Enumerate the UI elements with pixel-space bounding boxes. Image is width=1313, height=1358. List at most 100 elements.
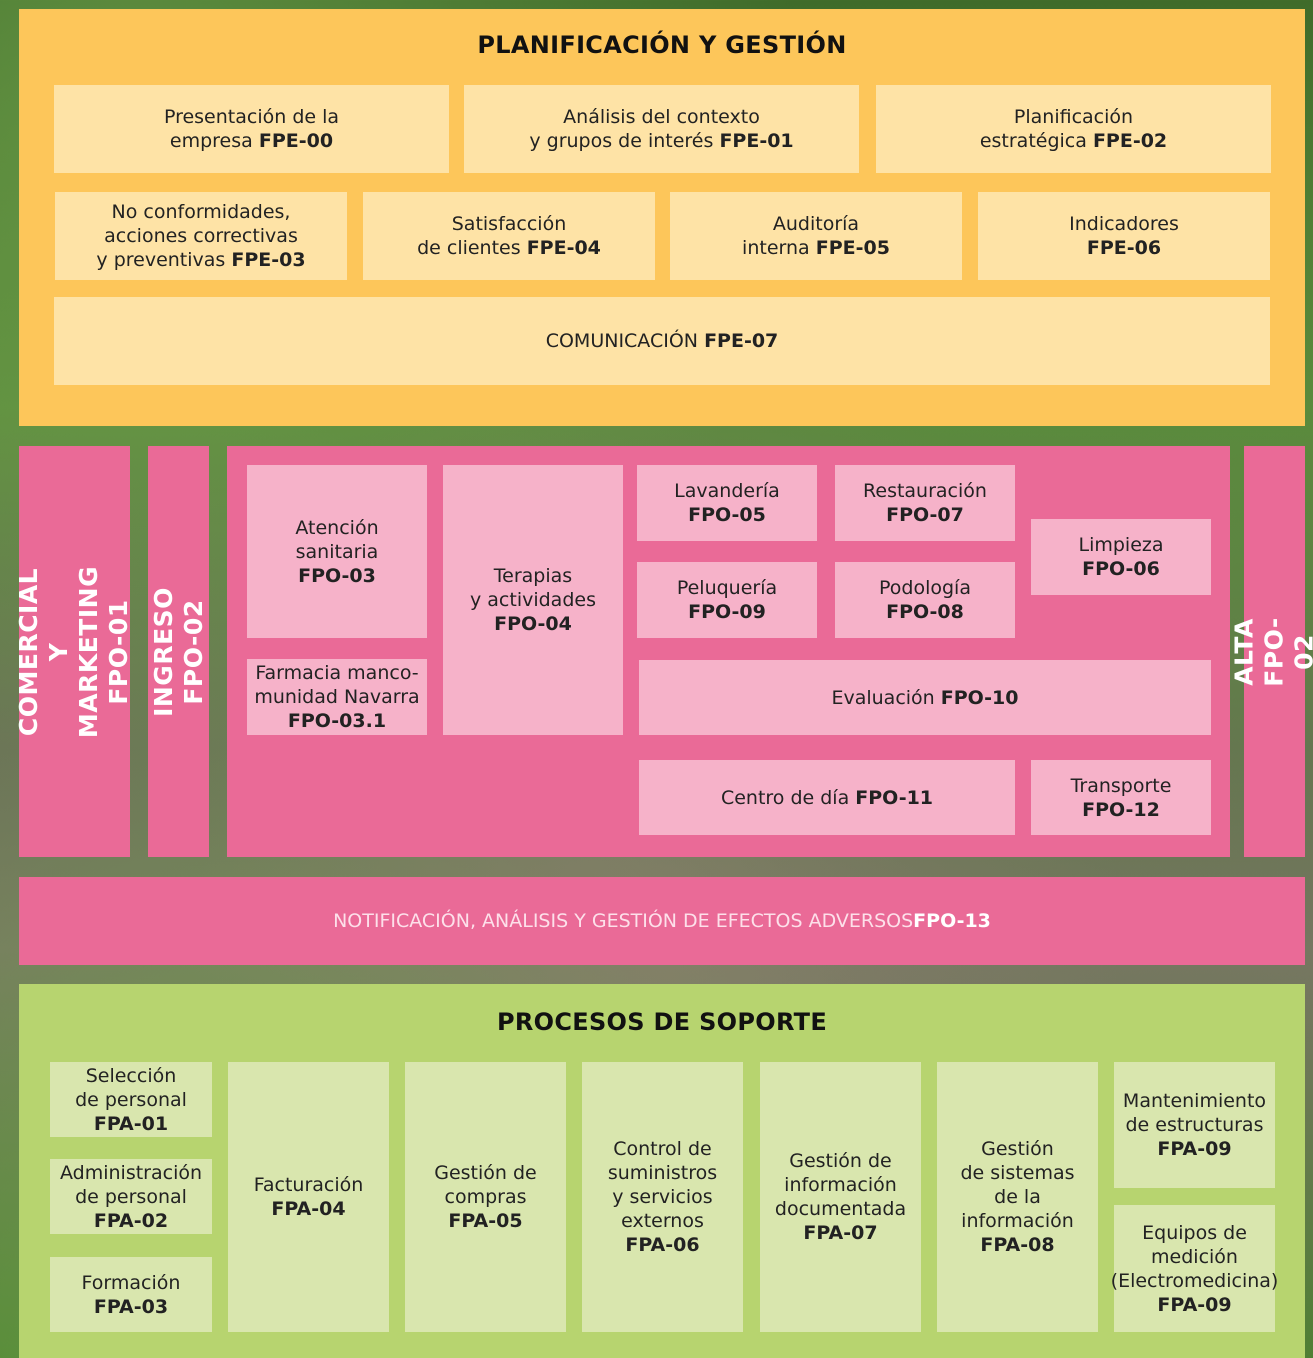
process-code: FPE-07 [704, 330, 779, 352]
process-fpo-05[interactable]: Lavandería FPO-05 [637, 465, 817, 541]
process-code: FPE-04 [526, 237, 601, 259]
process-label: Satisfacción de clientes [417, 213, 567, 259]
process-fpa-02[interactable]: Administración de personal FPA-02 [50, 1159, 212, 1234]
process-fpo-08[interactable]: Podología FPO-08 [835, 562, 1015, 638]
process-fpa-08[interactable]: Gestión de sistemas de la información FP… [937, 1062, 1098, 1332]
process-code: FPO-12 [1082, 798, 1160, 821]
process-code: FPO-04 [494, 613, 572, 635]
process-label: Facturación [253, 1174, 364, 1196]
adverse-effects-bar[interactable]: NOTIFICACIÓN, ANÁLISIS Y GESTIÓN DE EFEC… [19, 877, 1305, 965]
process-code: FPO-07 [886, 504, 964, 526]
process-label: Evaluación [831, 686, 941, 709]
process-label: Limpieza [1078, 534, 1164, 556]
process-label: Presentación de la empresa [163, 106, 340, 152]
process-code: FPA-09 [1157, 1138, 1232, 1160]
process-label: Auditoría interna [742, 213, 860, 259]
process-code: FPA-02 [93, 1209, 169, 1232]
process-label: Centro de día [720, 786, 856, 809]
process-fpo-07[interactable]: Restauración FPO-07 [835, 465, 1015, 541]
process-label: No conformidades, acciones correctivas y… [96, 201, 298, 271]
process-label: Farmacia manco- munidad Navarra [254, 662, 420, 708]
process-fpa-01[interactable]: Selección de personal FPA-01 [50, 1062, 212, 1137]
notification-label: NOTIFICACIÓN, ANÁLISIS Y GESTIÓN DE EFEC… [333, 910, 914, 932]
process-label: Equipos de medición (Electromedicina) [1110, 1221, 1279, 1292]
commercial-marketing-label: COMERCIAL Y MARKETING FPO-01 [14, 565, 134, 738]
process-code: FPO-08 [886, 601, 964, 623]
process-code: FPA-09 [1157, 1293, 1232, 1316]
process-label: COMUNICACIÓN [545, 330, 705, 352]
process-fpo-12[interactable]: Transporte FPO-12 [1031, 760, 1211, 835]
process-label: Restauración [863, 480, 987, 502]
operative-panel: Atención sanitaria FPO-03 Farmacia manco… [227, 446, 1230, 857]
process-fpo-06[interactable]: Limpieza FPO-06 [1031, 519, 1211, 595]
process-label: Planificación estratégica [979, 106, 1134, 152]
process-code: FPO-11 [855, 786, 934, 809]
intake-column[interactable]: INGRESO FPO-02 [148, 446, 209, 857]
discharge-label: ALTA FPO-02 [1229, 616, 1313, 687]
process-label: Selección de personal [75, 1064, 187, 1111]
process-fpa-09-equipment[interactable]: Equipos de medición (Electromedicina) FP… [1111, 1205, 1278, 1332]
process-label: Podología [879, 577, 971, 599]
process-fpe-05[interactable]: Auditoría interna FPE-05 [670, 192, 962, 280]
process-label: Peluquería [676, 577, 778, 599]
process-label: Atención sanitaria [295, 516, 379, 563]
process-code: FPE-02 [1092, 130, 1168, 152]
process-code: FPA-04 [271, 1198, 346, 1220]
process-code: FPO-06 [1082, 558, 1160, 580]
process-code: FPA-06 [625, 1234, 700, 1256]
discharge-column[interactable]: ALTA FPO-02 [1230, 446, 1313, 857]
process-code: FPO-09 [688, 601, 766, 623]
process-fpo-09[interactable]: Peluquería FPO-09 [637, 562, 817, 638]
process-label: Control de suministros y servicios exter… [607, 1138, 718, 1232]
process-code: FPE-03 [231, 249, 306, 271]
process-code: FPA-01 [93, 1112, 169, 1135]
intake-label: INGRESO FPO-02 [148, 586, 208, 717]
process-fpe-03[interactable]: No conformidades, acciones correctivas y… [55, 192, 347, 280]
process-fpa-05[interactable]: Gestión de compras FPA-05 [405, 1062, 566, 1332]
process-code: FPE-06 [1086, 237, 1162, 259]
process-label: Gestión de sistemas de la información [960, 1138, 1075, 1232]
process-code: FPO-03 [298, 564, 376, 587]
process-fpe-04[interactable]: Satisfacción de clientes FPE-04 [363, 192, 655, 280]
process-fpo-11[interactable]: Centro de día FPO-11 [639, 760, 1015, 835]
process-fpo-04[interactable]: Terapias y actividades FPO-04 [443, 465, 623, 735]
process-code: FPA-03 [93, 1295, 169, 1318]
process-fpe-02[interactable]: Planificación estratégica FPE-02 [876, 85, 1271, 173]
process-fpe-07[interactable]: COMUNICACIÓN FPE-07 [54, 297, 1270, 385]
planning-title: PLANIFICACIÓN Y GESTIÓN [477, 31, 847, 59]
process-code: FPE-00 [258, 130, 334, 152]
process-fpo-10[interactable]: Evaluación FPO-10 [639, 660, 1211, 735]
process-code: FPO-05 [688, 504, 766, 526]
process-fpo-03[interactable]: Atención sanitaria FPO-03 [247, 465, 427, 638]
process-code: FPO-03.1 [287, 710, 387, 732]
process-fpa-04[interactable]: Facturación FPA-04 [228, 1062, 389, 1332]
process-fpa-07[interactable]: Gestión de información documentada FPA-0… [760, 1062, 921, 1332]
process-label: Análisis del contexto y grupos de interé… [529, 106, 760, 152]
process-label: Lavandería [674, 480, 780, 502]
process-label: Transporte [1070, 774, 1172, 797]
process-label: Gestión de compras [434, 1162, 537, 1208]
process-label: Terapias y actividades [470, 565, 596, 611]
process-code: FPE-01 [719, 130, 794, 152]
process-fpe-06[interactable]: Indicadores FPE-06 [978, 192, 1270, 280]
support-title: PROCESOS DE SOPORTE [496, 1008, 828, 1036]
process-code: FPE-05 [815, 237, 890, 259]
process-fpo-03-1[interactable]: Farmacia manco- munidad Navarra FPO-03.1 [247, 659, 427, 735]
commercial-marketing-column[interactable]: COMERCIAL Y MARKETING FPO-01 [15, 446, 134, 857]
process-label: Gestión de información documentada [774, 1150, 907, 1220]
process-code: FPA-05 [448, 1210, 523, 1232]
support-panel: PROCESOS DE SOPORTE Selección de persona… [19, 984, 1305, 1358]
process-label: Formación [81, 1271, 181, 1294]
process-code: FPA-07 [803, 1222, 878, 1244]
process-fpa-09-maintenance[interactable]: Mantenimiento de estructuras FPA-09 [1114, 1062, 1275, 1188]
planning-panel: PLANIFICACIÓN Y GESTIÓN Presentación de … [19, 9, 1305, 426]
process-label: Indicadores [1069, 213, 1179, 235]
process-fpa-03[interactable]: Formación FPA-03 [50, 1257, 212, 1332]
process-label: Administración de personal [59, 1161, 203, 1208]
process-fpe-01[interactable]: Análisis del contexto y grupos de interé… [464, 85, 859, 173]
notification-code: FPO-13 [913, 910, 991, 932]
process-code: FPO-10 [940, 686, 1019, 709]
process-label: Mantenimiento de estructuras [1122, 1090, 1267, 1136]
process-fpa-06[interactable]: Control de suministros y servicios exter… [582, 1062, 743, 1332]
process-fpe-00[interactable]: Presentación de la empresa FPE-00 [54, 85, 449, 173]
